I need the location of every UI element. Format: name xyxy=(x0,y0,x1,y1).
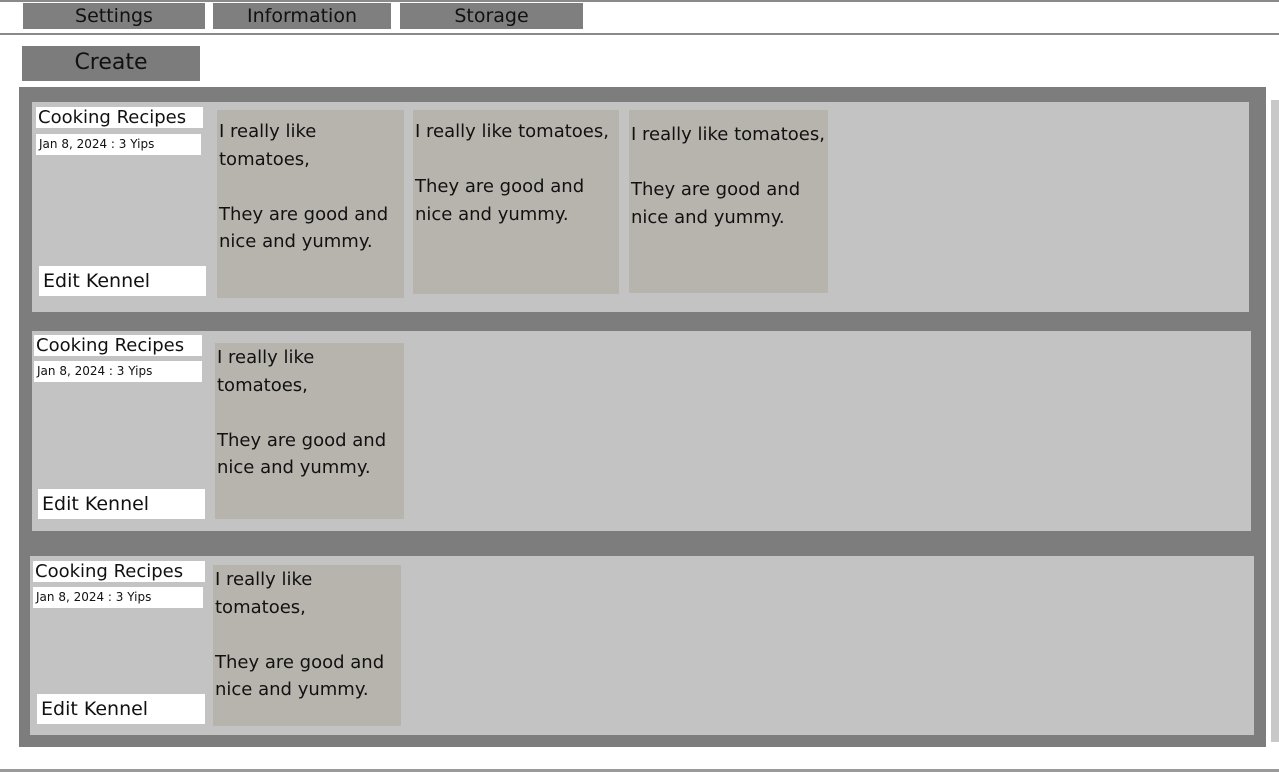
tab-storage[interactable]: Storage xyxy=(400,3,583,29)
yip-text: I really like tomatoes, xyxy=(219,121,317,170)
yip-text: I really like tomatoes, xyxy=(217,347,315,396)
kennel-card: Cooking Recipes Jan 8, 2024 : 3 Yips Edi… xyxy=(32,102,1249,312)
edit-kennel-button[interactable]: Edit Kennel xyxy=(37,694,205,724)
create-button[interactable]: Create xyxy=(22,46,200,81)
yip-text: They are good and nice and yummy. xyxy=(219,203,389,253)
yip-card[interactable]: I really like tomatoes, They are good an… xyxy=(413,110,619,294)
edit-kennel-button[interactable]: Edit Kennel xyxy=(39,266,206,296)
nav-divider xyxy=(0,33,1279,35)
scrollbar[interactable] xyxy=(1271,100,1279,742)
kennel-card: Cooking Recipes Jan 8, 2024 : 3 Yips Edi… xyxy=(32,331,1251,531)
yip-text: I really like tomatoes, xyxy=(415,121,609,142)
kennel-title: Cooking Recipes xyxy=(34,335,202,356)
yip-text: I really like tomatoes, xyxy=(631,124,825,145)
kennel-title: Cooking Recipes xyxy=(36,107,203,128)
yip-text: They are good and nice and yummy. xyxy=(631,179,801,228)
yip-text: I really like tomatoes, xyxy=(215,569,313,618)
yip-card[interactable]: I really like tomatoes, They are good an… xyxy=(215,343,404,519)
kennel-meta: Jan 8, 2024 : 3 Yips xyxy=(34,361,202,382)
kennel-card: Cooking Recipes Jan 8, 2024 : 3 Yips Edi… xyxy=(30,556,1254,735)
kennel-meta: Jan 8, 2024 : 3 Yips xyxy=(33,587,203,608)
tab-settings[interactable]: Settings xyxy=(23,3,205,29)
edit-kennel-button[interactable]: Edit Kennel xyxy=(38,489,205,519)
tab-information[interactable]: Information xyxy=(213,3,391,29)
bottom-border xyxy=(0,769,1279,772)
yip-card[interactable]: I really like tomatoes, They are good an… xyxy=(629,110,828,293)
kennel-title: Cooking Recipes xyxy=(33,561,205,582)
yip-text: They are good and nice and yummy. xyxy=(217,429,387,479)
yip-text: They are good and nice and yummy. xyxy=(215,651,385,701)
yip-card[interactable]: I really like tomatoes, They are good an… xyxy=(213,565,401,726)
yip-card[interactable]: I really like tomatoes, They are good an… xyxy=(217,110,404,298)
yip-text: They are good and nice and yummy. xyxy=(415,176,585,225)
top-border xyxy=(0,0,1279,2)
kennel-meta: Jan 8, 2024 : 3 Yips xyxy=(36,134,201,155)
